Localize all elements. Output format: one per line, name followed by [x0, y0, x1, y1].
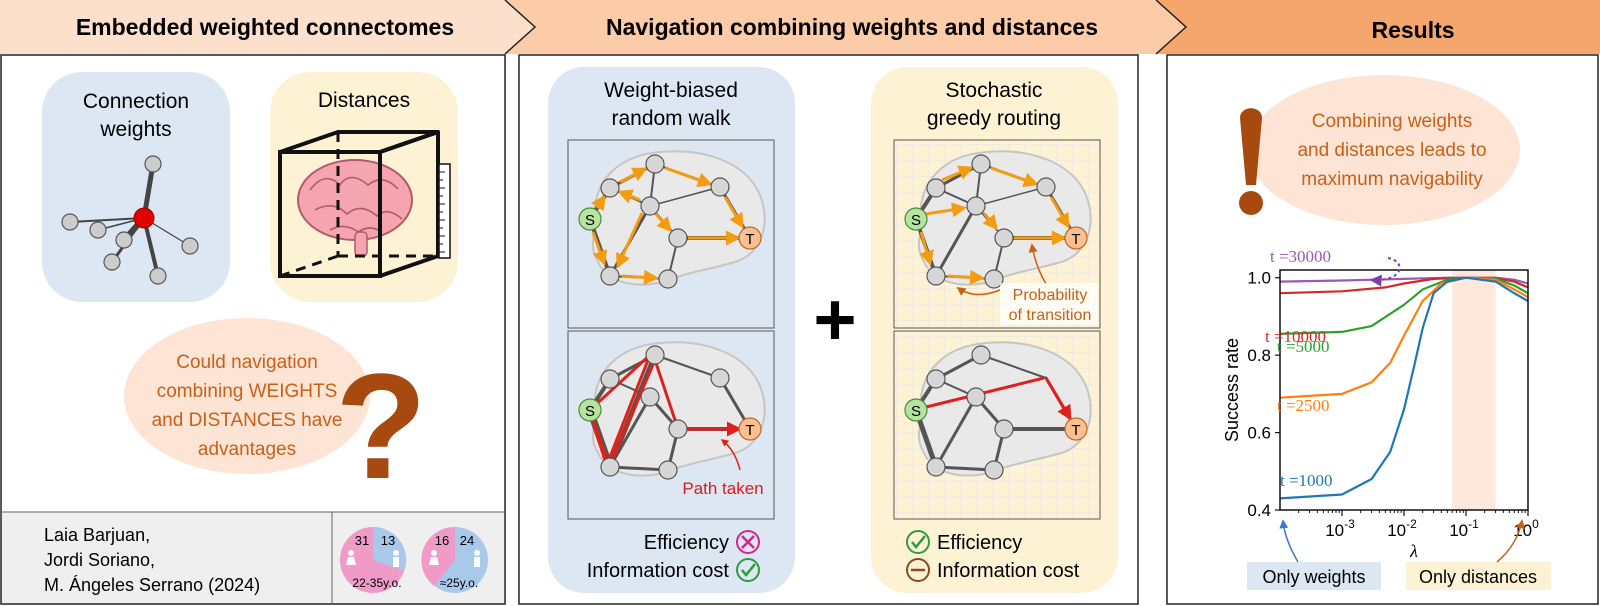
weights-title-2: weights: [99, 118, 171, 141]
greedy-title-1: Stochastic: [946, 79, 1043, 102]
header-left-title: Embedded weighted connectomes: [76, 14, 454, 40]
y-tick-label: 1.0: [1247, 269, 1271, 288]
pie1-female-count: 31: [355, 533, 369, 548]
female-icon: [346, 550, 356, 565]
x-tick-label: 10-1: [1449, 517, 1479, 540]
right-panel: [1166, 54, 1599, 605]
walk-efficiency: Efficiency: [644, 532, 729, 554]
y-tick-label: 0.4: [1247, 501, 1271, 520]
header-middle-title: Navigation combining weights and distanc…: [606, 14, 1098, 40]
svg-text:S: S: [911, 403, 921, 420]
brain-cube-icon: [278, 130, 451, 278]
exclamation-icon: [1239, 108, 1263, 215]
series-line-3: [1279, 276, 1529, 399]
greedy-efficiency: Efficiency: [937, 532, 1022, 554]
greedy-info-cost: Information cost: [937, 560, 1080, 582]
y-tick-label: 0.8: [1247, 346, 1271, 365]
svg-text:S: S: [585, 403, 595, 420]
series-label-0: t =30000: [1270, 247, 1331, 266]
header-middle-bg: [505, 0, 1186, 54]
exclaim-line-1: Combining weights: [1312, 111, 1473, 132]
series-line-1: [1279, 276, 1529, 295]
walk-top-network: S T: [578, 154, 762, 289]
exclaim-bubble: [1248, 75, 1520, 225]
walk-title-1: Weight-biased: [604, 79, 738, 102]
y-axis-label: Success rate: [1222, 338, 1242, 442]
distances-title: Distances: [318, 89, 410, 112]
pie-chart-cohort-2: 16 24 ≈25y.o.: [421, 526, 488, 593]
probability-label-1: Probability: [1013, 287, 1088, 304]
series-label-2: t =5000: [1277, 337, 1330, 356]
probability-label-2: of transition: [1009, 307, 1092, 324]
series-label-3: t =2500: [1277, 396, 1330, 415]
left-panel: [0, 54, 506, 605]
pie2-age: ≈25y.o.: [440, 576, 478, 590]
greedy-top-network: S T Probability of transition: [904, 154, 1098, 325]
question-bubble: [124, 318, 370, 474]
author-2: Jordi Soriano,: [44, 550, 155, 570]
source-node: [578, 207, 602, 231]
series-label-1: t =10000: [1265, 327, 1326, 346]
pie-chart-cohort-1: 31 13 22-35y.o.: [340, 527, 406, 593]
question-line-1: Could navigation: [176, 352, 318, 373]
svg-text:T: T: [745, 422, 754, 439]
check-circle-icon: [736, 558, 760, 582]
path-taken-label: Path taken: [682, 479, 763, 498]
only-distances-badge: [1406, 562, 1551, 590]
male-icon: [393, 550, 399, 567]
walk-title-2: random walk: [611, 107, 731, 130]
series-label-4: t =1000: [1280, 471, 1333, 490]
question-line-3: and DISTANCES have: [152, 410, 343, 431]
svg-text:S: S: [585, 212, 595, 229]
svg-text:T: T: [1071, 422, 1080, 439]
pie1-age: 22-35y.o.: [352, 576, 401, 590]
middle-panel: [518, 54, 1139, 605]
optimal-lambda-band: [1452, 270, 1496, 510]
series-line-4: [1279, 276, 1529, 500]
author-1: Laia Barjuan,: [44, 525, 150, 545]
cross-circle-icon: [736, 530, 760, 554]
only-weights-badge: [1247, 562, 1381, 590]
svg-text:T: T: [745, 231, 754, 248]
series-line-2: [1279, 276, 1529, 335]
weights-title-1: Connection: [83, 90, 189, 113]
svg-text:S: S: [911, 212, 921, 229]
x-axis-label: λ: [1409, 541, 1418, 561]
walk-info-cost: Information cost: [587, 560, 730, 582]
header-right-title: Results: [1371, 17, 1454, 43]
exclaim-line-2: and distances leads to: [1297, 140, 1486, 161]
female-icon: [429, 550, 439, 565]
only-distances-label: Only distances: [1419, 567, 1537, 587]
question-line-2: combining WEIGHTS: [157, 381, 338, 402]
only-weights-label: Only weights: [1262, 567, 1365, 587]
x-tick-label: 10-2: [1387, 517, 1417, 540]
y-tick-label: 0.6: [1247, 424, 1271, 443]
series-label-arrow: [1369, 257, 1401, 287]
weighted-star-graph: [61, 155, 199, 285]
plus-sign: +: [813, 278, 856, 361]
header-right-bg: [1156, 0, 1600, 54]
walk-bottom-network: S T Path taken: [578, 345, 764, 498]
author-3: M. Ángeles Serrano (2024): [44, 575, 260, 595]
pie2-female-count: 16: [435, 533, 449, 548]
exclaim-line-3: maximum navigability: [1301, 169, 1483, 190]
svg-text:T: T: [1071, 231, 1080, 248]
male-icon: [474, 550, 480, 567]
question-mark-icon: ?: [335, 342, 427, 510]
pie1-male-count: 13: [381, 533, 395, 548]
authors-box: [2, 512, 504, 603]
target-node: [738, 226, 762, 250]
header-left-bg: [0, 0, 535, 54]
only-distances-arrow: [1496, 519, 1525, 563]
x-tick-label: 10-3: [1325, 517, 1355, 540]
minus-circle-icon: [906, 558, 930, 582]
check-circle-icon: [906, 530, 930, 554]
greedy-title-2: greedy routing: [927, 107, 1061, 130]
question-line-4: advantages: [198, 439, 296, 460]
greedy-bottom-network: S T: [904, 345, 1088, 480]
only-weights-arrow: [1279, 519, 1299, 563]
pie2-male-count: 24: [460, 533, 474, 548]
